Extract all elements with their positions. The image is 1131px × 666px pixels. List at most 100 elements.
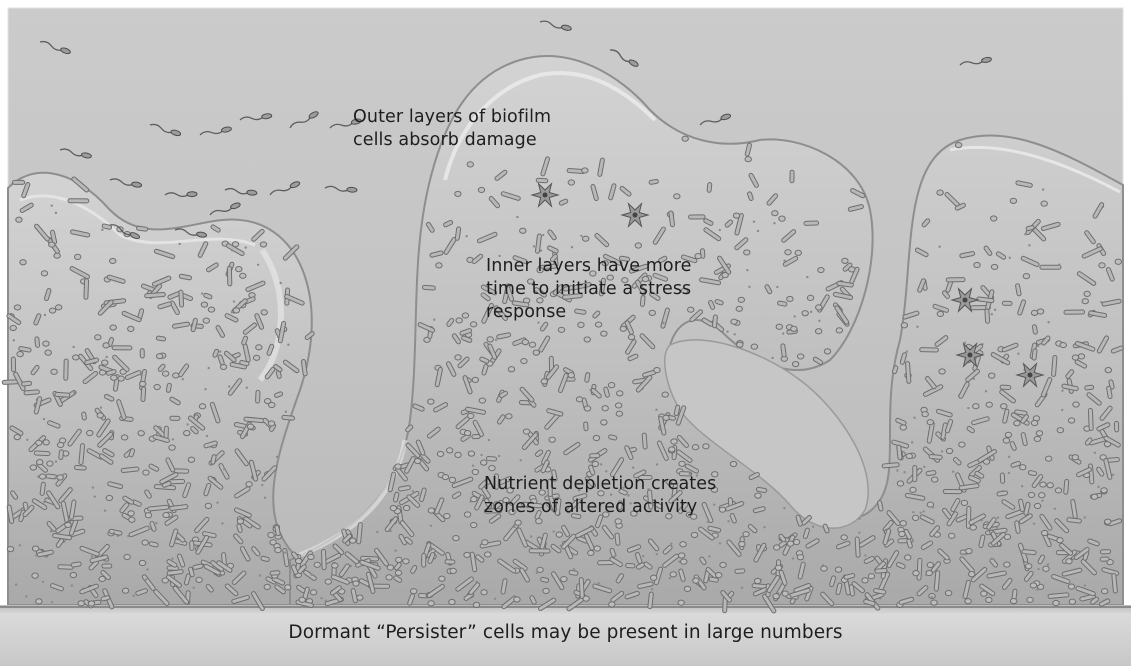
coccus-cell xyxy=(797,354,803,359)
rod-cell xyxy=(1040,265,1061,269)
matrix-particle xyxy=(818,320,820,322)
coccus-cell xyxy=(7,547,13,552)
matrix-particle xyxy=(43,418,45,420)
matrix-particle xyxy=(208,367,210,369)
coccus-cell xyxy=(1025,564,1031,569)
coccus-cell xyxy=(487,337,493,342)
coccus-cell xyxy=(39,474,45,479)
coccus-cell xyxy=(87,430,93,435)
matrix-particle xyxy=(1094,452,1096,454)
rod-cell xyxy=(170,416,180,420)
coccus-cell xyxy=(449,477,455,482)
matrix-particle xyxy=(182,378,184,380)
rod-cell xyxy=(11,357,15,372)
matrix-particle xyxy=(985,390,987,392)
coccus-cell xyxy=(156,354,162,359)
coccus-cell xyxy=(506,414,512,419)
coccus-cell xyxy=(684,586,690,591)
coccus-cell xyxy=(1034,503,1040,508)
matrix-particle xyxy=(520,459,522,461)
coccus-cell xyxy=(1101,589,1107,594)
coccus-cell xyxy=(1028,492,1034,497)
coccus-cell xyxy=(468,451,474,456)
matrix-particle xyxy=(1061,390,1063,392)
coccus-cell xyxy=(184,430,190,435)
coccus-cell xyxy=(455,452,461,457)
rod-cell xyxy=(579,577,584,598)
matrix-particle xyxy=(1033,522,1035,524)
star-cell-nucleus xyxy=(1028,373,1033,378)
coccus-cell xyxy=(253,355,259,360)
coccus-cell xyxy=(70,572,76,577)
coccus-cell xyxy=(57,442,63,447)
coccus-cell xyxy=(65,522,71,527)
rod-cell xyxy=(529,549,550,553)
coccus-cell xyxy=(16,217,22,222)
coccus-cell xyxy=(959,442,965,447)
coccus-cell xyxy=(1014,421,1020,426)
matrix-particle xyxy=(793,315,795,317)
coccus-cell xyxy=(787,296,793,301)
coccus-cell xyxy=(310,590,316,595)
rod-cell xyxy=(68,199,89,203)
rod-cell xyxy=(584,422,589,431)
coccus-cell xyxy=(122,588,128,593)
rod-cell xyxy=(321,549,326,569)
matrix-particle xyxy=(94,495,96,497)
matrix-particle xyxy=(55,460,57,462)
coccus-cell xyxy=(739,541,745,546)
coccus-cell xyxy=(1066,559,1072,564)
coccus-cell xyxy=(601,420,607,425)
coccus-cell xyxy=(662,392,668,397)
matrix-particle xyxy=(42,581,44,583)
coccus-cell xyxy=(118,376,124,381)
matrix-particle xyxy=(757,230,759,232)
matrix-particle xyxy=(155,522,157,524)
matrix-particle xyxy=(231,311,233,313)
matrix-particle xyxy=(261,484,263,486)
coccus-cell xyxy=(386,575,392,580)
coccus-cell xyxy=(106,495,112,500)
rod-cell xyxy=(855,537,860,557)
matrix-particle xyxy=(913,417,915,419)
coccus-cell xyxy=(773,594,779,599)
coccus-cell xyxy=(1082,299,1088,304)
coccus-cell xyxy=(537,567,543,572)
coccus-cell xyxy=(395,464,401,469)
matrix-particle xyxy=(310,574,312,576)
coccus-cell xyxy=(446,448,452,453)
rod-cell xyxy=(642,433,647,449)
coccus-cell xyxy=(965,599,971,604)
coccus-cell xyxy=(900,425,906,430)
matrix-particle xyxy=(726,330,728,332)
coccus-cell xyxy=(582,236,588,241)
matrix-particle xyxy=(746,269,748,271)
rod-cell xyxy=(282,415,295,420)
matrix-particle xyxy=(669,577,671,579)
coccus-cell xyxy=(744,250,750,255)
coccus-cell xyxy=(912,515,918,520)
matrix-particle xyxy=(100,406,102,408)
matrix-particle xyxy=(651,588,653,590)
coccus-cell xyxy=(779,216,785,221)
rod-cell xyxy=(917,558,922,580)
coccus-cell xyxy=(738,297,744,302)
coccus-cell xyxy=(536,519,542,524)
coccus-cell xyxy=(1072,355,1078,360)
matrix-particle xyxy=(91,555,93,557)
coccus-cell xyxy=(691,532,697,537)
outer-layers-label: Outer layers of biofilm cells absorb dam… xyxy=(353,106,551,152)
rod-cell xyxy=(102,564,112,568)
matrix-particle xyxy=(906,351,908,353)
matrix-particle xyxy=(201,292,203,294)
star-cell-nucleus xyxy=(963,298,968,303)
coccus-cell xyxy=(467,162,473,167)
rod-cell xyxy=(1022,549,1037,554)
coccus-cell xyxy=(751,344,757,349)
rod-cell xyxy=(1088,408,1093,430)
coccus-cell xyxy=(678,553,684,558)
matrix-particle xyxy=(864,554,866,556)
coccus-cell xyxy=(515,520,521,525)
coccus-cell xyxy=(111,375,117,380)
matrix-particle xyxy=(320,597,322,599)
